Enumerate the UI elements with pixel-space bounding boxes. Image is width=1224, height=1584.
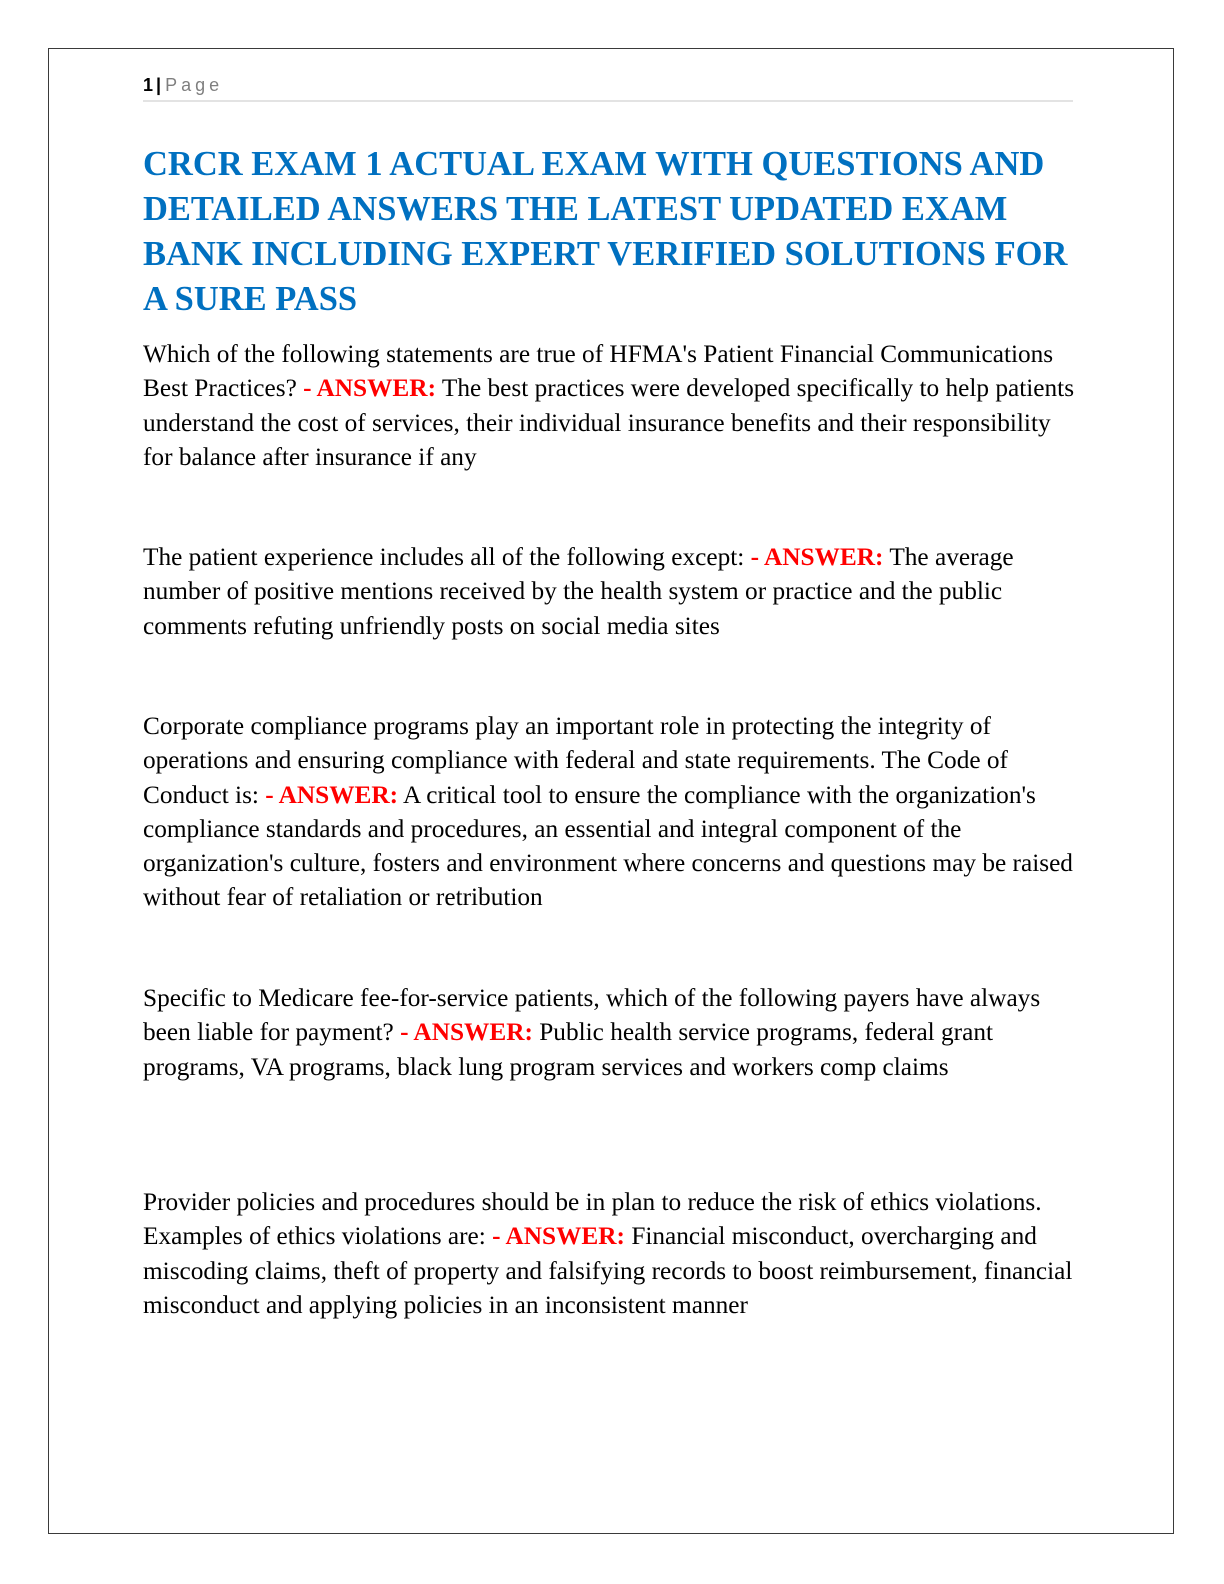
question-text: Specific to Medicare fee-for-service pat… bbox=[143, 984, 1041, 1047]
qa-item-1: Which of the following statements are tr… bbox=[143, 337, 1078, 474]
page-label: Page bbox=[165, 75, 224, 95]
document-title: CRCR EXAM 1 ACTUAL EXAM WITH QUESTIONS A… bbox=[143, 145, 1068, 318]
question-text: Which of the following statements are tr… bbox=[143, 340, 1054, 403]
answer-text: A critical tool to ensure the compliance… bbox=[143, 780, 1073, 912]
answer-label: - ANSWER: bbox=[492, 1222, 625, 1251]
qa-item-5: Provider policies and procedures should … bbox=[143, 1185, 1078, 1322]
page-number: 1 bbox=[143, 75, 154, 95]
page-border bbox=[48, 48, 1174, 1534]
qa-item-4: Specific to Medicare fee-for-service pat… bbox=[143, 981, 1078, 1084]
qa-item-2: The patient experience includes all of t… bbox=[143, 540, 1078, 643]
answer-text: The best practices were developed specif… bbox=[143, 374, 1075, 471]
qa-item-3: Corporate compliance programs play an im… bbox=[143, 709, 1078, 915]
answer-text: Public health service programs, federal … bbox=[143, 1018, 993, 1081]
answer-label: - ANSWER: bbox=[303, 374, 436, 403]
answer-label: - ANSWER: bbox=[265, 780, 399, 809]
answer-label: - ANSWER: bbox=[750, 543, 884, 571]
page-header: 1|Page bbox=[143, 72, 1073, 102]
page-separator: | bbox=[156, 75, 162, 95]
question-text: Corporate compliance programs play an im… bbox=[143, 712, 1008, 809]
question-text: The patient experience includes all of t… bbox=[143, 543, 745, 571]
answer-text: The average number of positive mentions … bbox=[143, 543, 1014, 640]
question-text: Provider policies and procedures should … bbox=[143, 1188, 1042, 1251]
answer-text: Financial misconduct, overcharging and m… bbox=[143, 1222, 1073, 1319]
answer-label: - ANSWER: bbox=[400, 1018, 533, 1047]
